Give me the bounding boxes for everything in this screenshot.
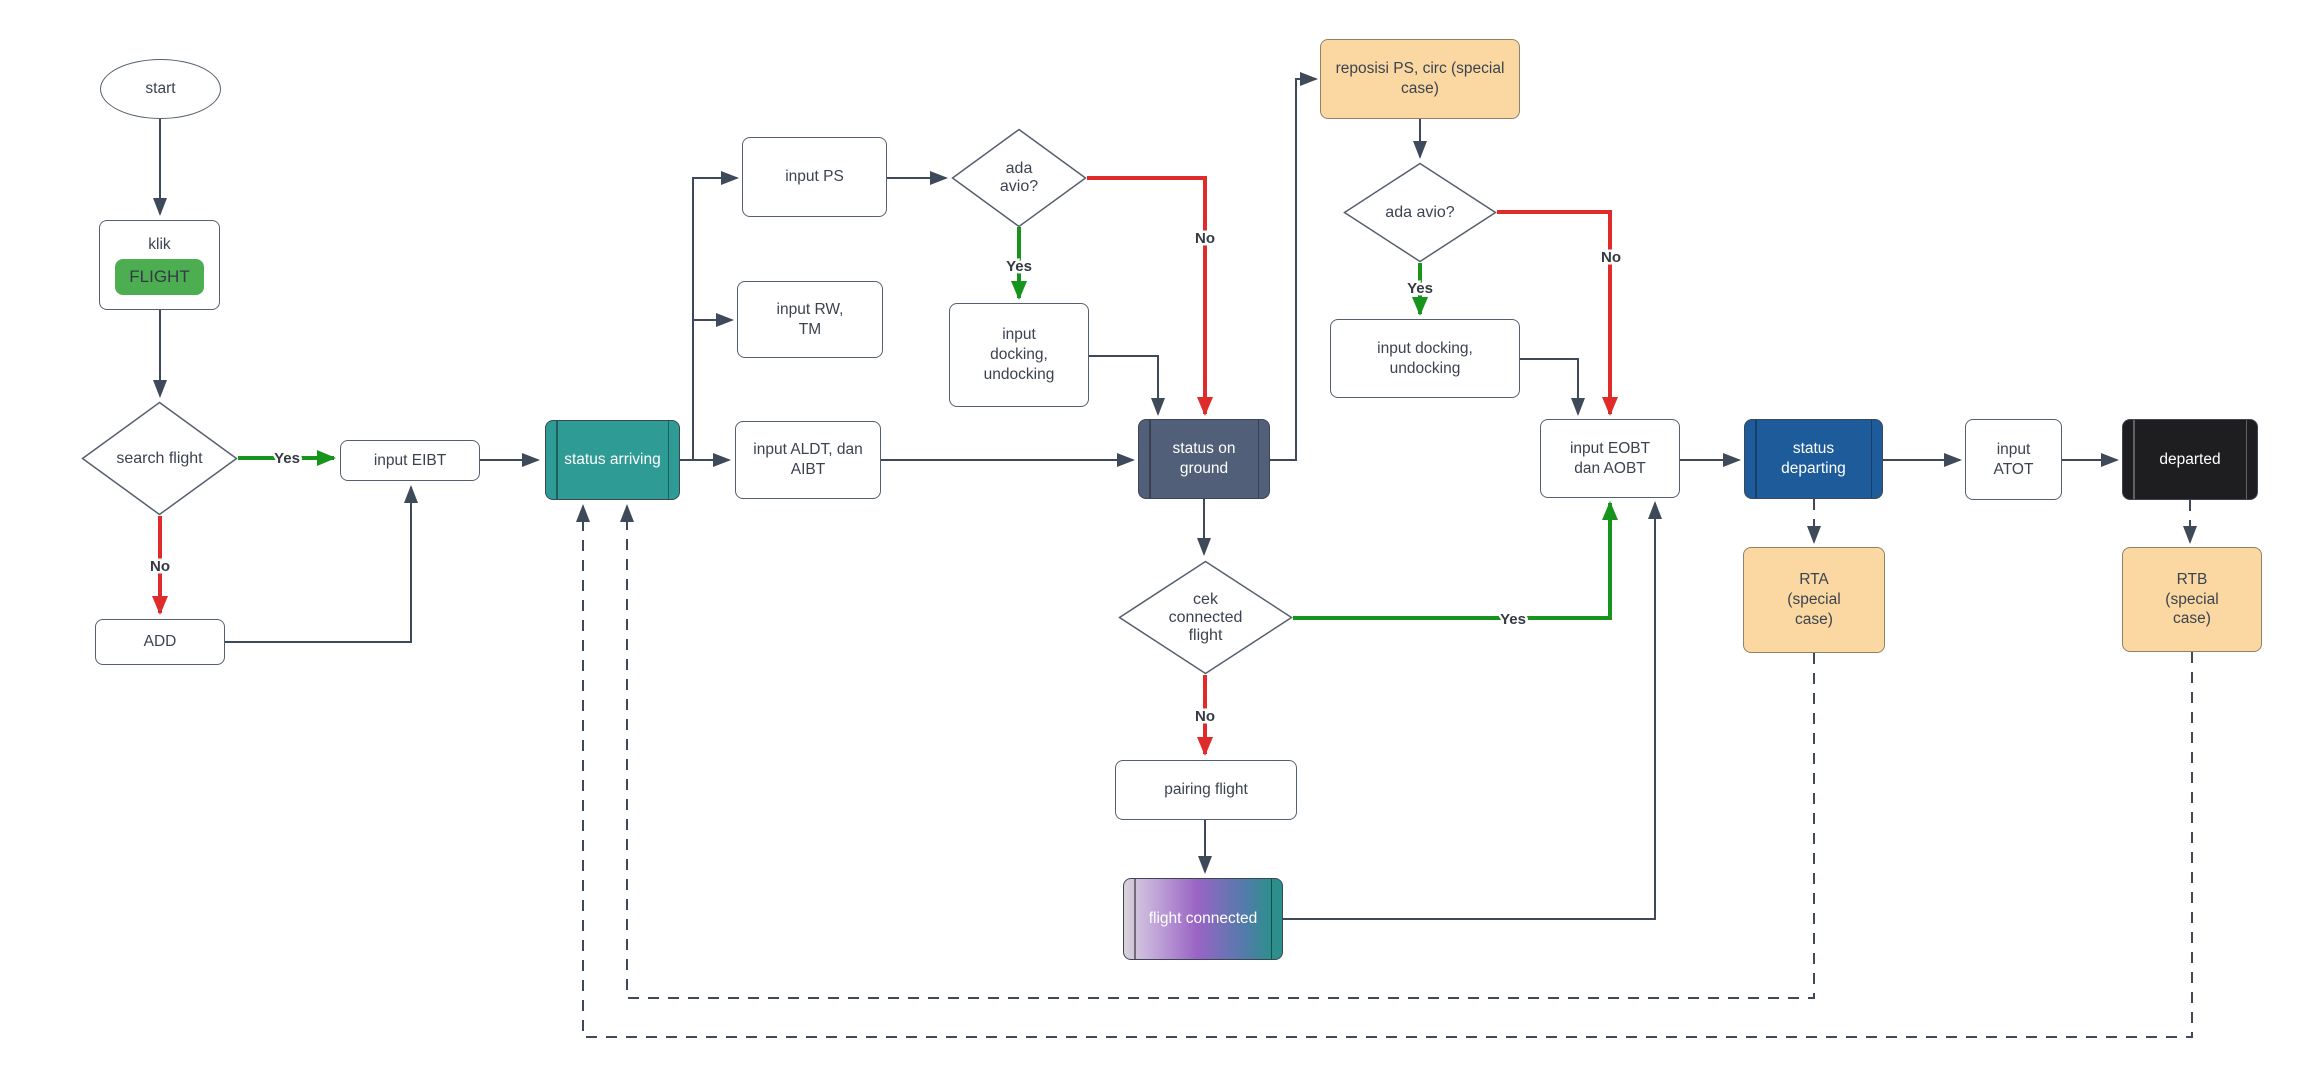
diamond-shape bbox=[951, 128, 1087, 228]
node-flight-connected: flight connected bbox=[1123, 878, 1283, 960]
node-input-aldt-aibt: input ALDT, dan AIBT bbox=[735, 421, 881, 499]
edge-label-avio1-no: No bbox=[1195, 230, 1215, 247]
node-departed-label: departed bbox=[2159, 450, 2221, 468]
node-input-eobt-aobt: input EOBT dan AOBT bbox=[1540, 419, 1680, 498]
node-rtb: RTB (special case) bbox=[2122, 547, 2262, 652]
node-flight-connected-label: flight connected bbox=[1148, 910, 1258, 928]
node-input-atot-label: input ATOT bbox=[1993, 440, 2034, 478]
node-input-docking-1-label: input docking, undocking bbox=[983, 326, 1055, 383]
flight-button[interactable]: FLIGHT bbox=[115, 259, 204, 295]
node-input-ps-label: input PS bbox=[785, 168, 844, 186]
node-add: ADD bbox=[95, 619, 225, 665]
node-search-flight: search flight bbox=[81, 401, 238, 516]
node-start: start bbox=[100, 59, 221, 119]
diamond-shape bbox=[81, 401, 238, 516]
node-ada-avio-1-label: ada avio? bbox=[999, 160, 1039, 195]
node-status-on-ground: status on ground bbox=[1138, 419, 1270, 499]
edge-label-search-yes: Yes bbox=[274, 450, 300, 467]
node-input-docking-1: input docking, undocking bbox=[949, 303, 1089, 407]
node-pairing-flight: pairing flight bbox=[1115, 760, 1297, 820]
node-add-label: ADD bbox=[143, 633, 177, 651]
node-cek-connected-flight: cek connected flight bbox=[1118, 560, 1293, 675]
node-klik-flight: klik FLIGHT bbox=[99, 220, 220, 310]
dark-connectors bbox=[153, 72, 2119, 920]
edge-label-cek-no: No bbox=[1195, 708, 1215, 725]
node-input-aldt-aibt-label: input ALDT, dan AIBT bbox=[753, 441, 863, 478]
yes-connectors bbox=[238, 227, 1618, 620]
diamond-shape bbox=[1343, 162, 1497, 263]
edge-label-cek-yes: Yes bbox=[1500, 611, 1526, 628]
node-rtb-label: RTB (special case) bbox=[2165, 570, 2219, 628]
node-input-eibt-label: input EIBT bbox=[373, 451, 447, 469]
node-start-label: start bbox=[145, 80, 176, 98]
node-departed: departed bbox=[2122, 419, 2258, 500]
node-status-arriving: status arriving bbox=[545, 420, 680, 500]
dashed-connectors bbox=[576, 499, 2197, 1038]
node-status-departing: status departing bbox=[1744, 419, 1883, 499]
node-input-rw-tm: input RW, TM bbox=[737, 281, 883, 358]
edge-label-avio2-yes: Yes bbox=[1407, 280, 1433, 297]
node-rta-label: RTA (special case) bbox=[1787, 571, 1841, 628]
node-reposisi-ps: reposisi PS, circ (special case) bbox=[1320, 39, 1520, 119]
node-status-on-ground-label: status on ground bbox=[1172, 440, 1236, 477]
node-ada-avio-2: ada avio? bbox=[1343, 162, 1497, 263]
node-cek-connected-flight-label: cek connected flight bbox=[1168, 590, 1243, 644]
node-input-ps: input PS bbox=[742, 137, 887, 217]
node-klik-label: klik bbox=[148, 236, 171, 254]
node-rta: RTA (special case) bbox=[1743, 547, 1885, 653]
diamond-shape bbox=[1118, 560, 1293, 675]
node-status-arriving-label: status arriving bbox=[564, 451, 661, 469]
edge-label-avio1-yes: Yes bbox=[1006, 258, 1032, 275]
node-pairing-flight-label: pairing flight bbox=[1164, 781, 1248, 799]
edge-label-search-no: No bbox=[150, 558, 170, 575]
node-input-docking-2: input docking, undocking bbox=[1330, 319, 1520, 398]
node-input-eibt: input EIBT bbox=[340, 440, 480, 481]
node-ada-avio-1: ada avio? bbox=[951, 128, 1087, 228]
node-search-flight-label: search flight bbox=[116, 449, 203, 467]
node-input-atot: input ATOT bbox=[1965, 419, 2062, 500]
node-input-eobt-aobt-label: input EOBT dan AOBT bbox=[1569, 439, 1651, 477]
edge-label-avio2-no: No bbox=[1601, 249, 1621, 266]
node-input-docking-2-label: input docking, undocking bbox=[1377, 339, 1473, 377]
node-status-departing-label: status departing bbox=[1781, 440, 1846, 477]
node-ada-avio-2-label: ada avio? bbox=[1385, 203, 1455, 221]
node-reposisi-ps-label: reposisi PS, circ (special case) bbox=[1335, 60, 1505, 97]
no-connectors bbox=[152, 176, 1618, 756]
node-input-rw-tm-label: input RW, TM bbox=[776, 300, 844, 338]
